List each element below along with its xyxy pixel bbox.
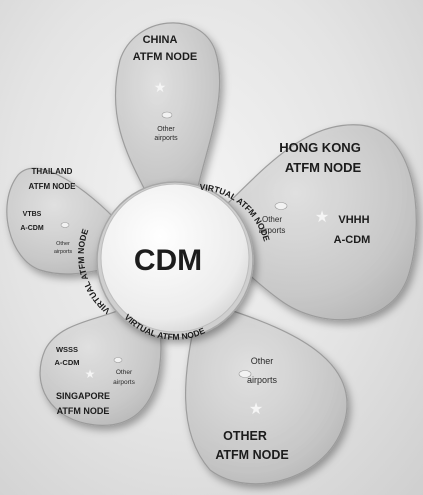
- singapore-title-line2: ATFM NODE: [57, 406, 110, 416]
- singapore-acdm-line1: WSSS: [56, 345, 78, 354]
- china-airports-line2: airports: [154, 135, 178, 142]
- hongkong-node-petal: [214, 124, 417, 321]
- thailand-acdm-line1: VTBS: [23, 211, 42, 218]
- singapore-airports-line2: airports: [113, 379, 135, 386]
- china-node-petal: [114, 22, 221, 201]
- cdm-hub: [96, 181, 254, 339]
- thailand-title-line1: THAILAND: [32, 167, 73, 176]
- singapore-node-petal: [39, 304, 162, 426]
- china-airports-line1: Other: [157, 126, 175, 133]
- thailand-airports-line1: Other: [56, 241, 70, 247]
- other-airport-dot-icon: [238, 370, 252, 378]
- other-title-line2: ATFM NODE: [215, 448, 288, 462]
- hongkong-title-line2: ATFM NODE: [285, 160, 362, 175]
- hongkong-airport-star-icon: ★: [315, 209, 329, 226]
- thailand-airport-dot-icon: [60, 222, 70, 228]
- other-airport-star-icon: ★: [249, 401, 263, 418]
- china-title-line2: ATFM NODE: [133, 51, 198, 63]
- singapore-airports-line1: Other: [116, 369, 133, 376]
- hongkong-acdm-line1: VHHH: [338, 214, 369, 226]
- hongkong-airports-line1: Other: [262, 215, 282, 224]
- other-airports-line2: airports: [247, 375, 278, 385]
- thailand-title-line2: ATFM NODE: [29, 182, 77, 191]
- other-airports-line1: Other: [251, 356, 274, 366]
- china-airport-dot-icon: [161, 111, 173, 119]
- other-title-line1: OTHER: [223, 429, 267, 443]
- hongkong-acdm-line2: A-CDM: [334, 234, 371, 246]
- china-airport-star-icon: ★: [154, 81, 167, 96]
- singapore-acdm-line2: A-CDM: [55, 358, 80, 367]
- cdm-label: CDM: [134, 244, 202, 277]
- singapore-airport-star-icon: ★: [85, 367, 96, 381]
- other-node-petal: [184, 309, 348, 485]
- singapore-airport-dot-icon: [113, 357, 123, 363]
- hongkong-airports-line2: airports: [259, 226, 286, 235]
- china-title-line1: CHINA: [143, 34, 178, 46]
- petals: [6, 22, 417, 485]
- singapore-title-line1: SINGAPORE: [56, 391, 110, 401]
- thailand-acdm-line2: A-CDM: [20, 225, 43, 232]
- hongkong-airport-dot-icon: [274, 202, 288, 210]
- thailand-node-petal: [6, 167, 126, 275]
- thailand-airports-line2: airports: [54, 249, 73, 255]
- hongkong-title-line1: HONG KONG: [279, 140, 361, 155]
